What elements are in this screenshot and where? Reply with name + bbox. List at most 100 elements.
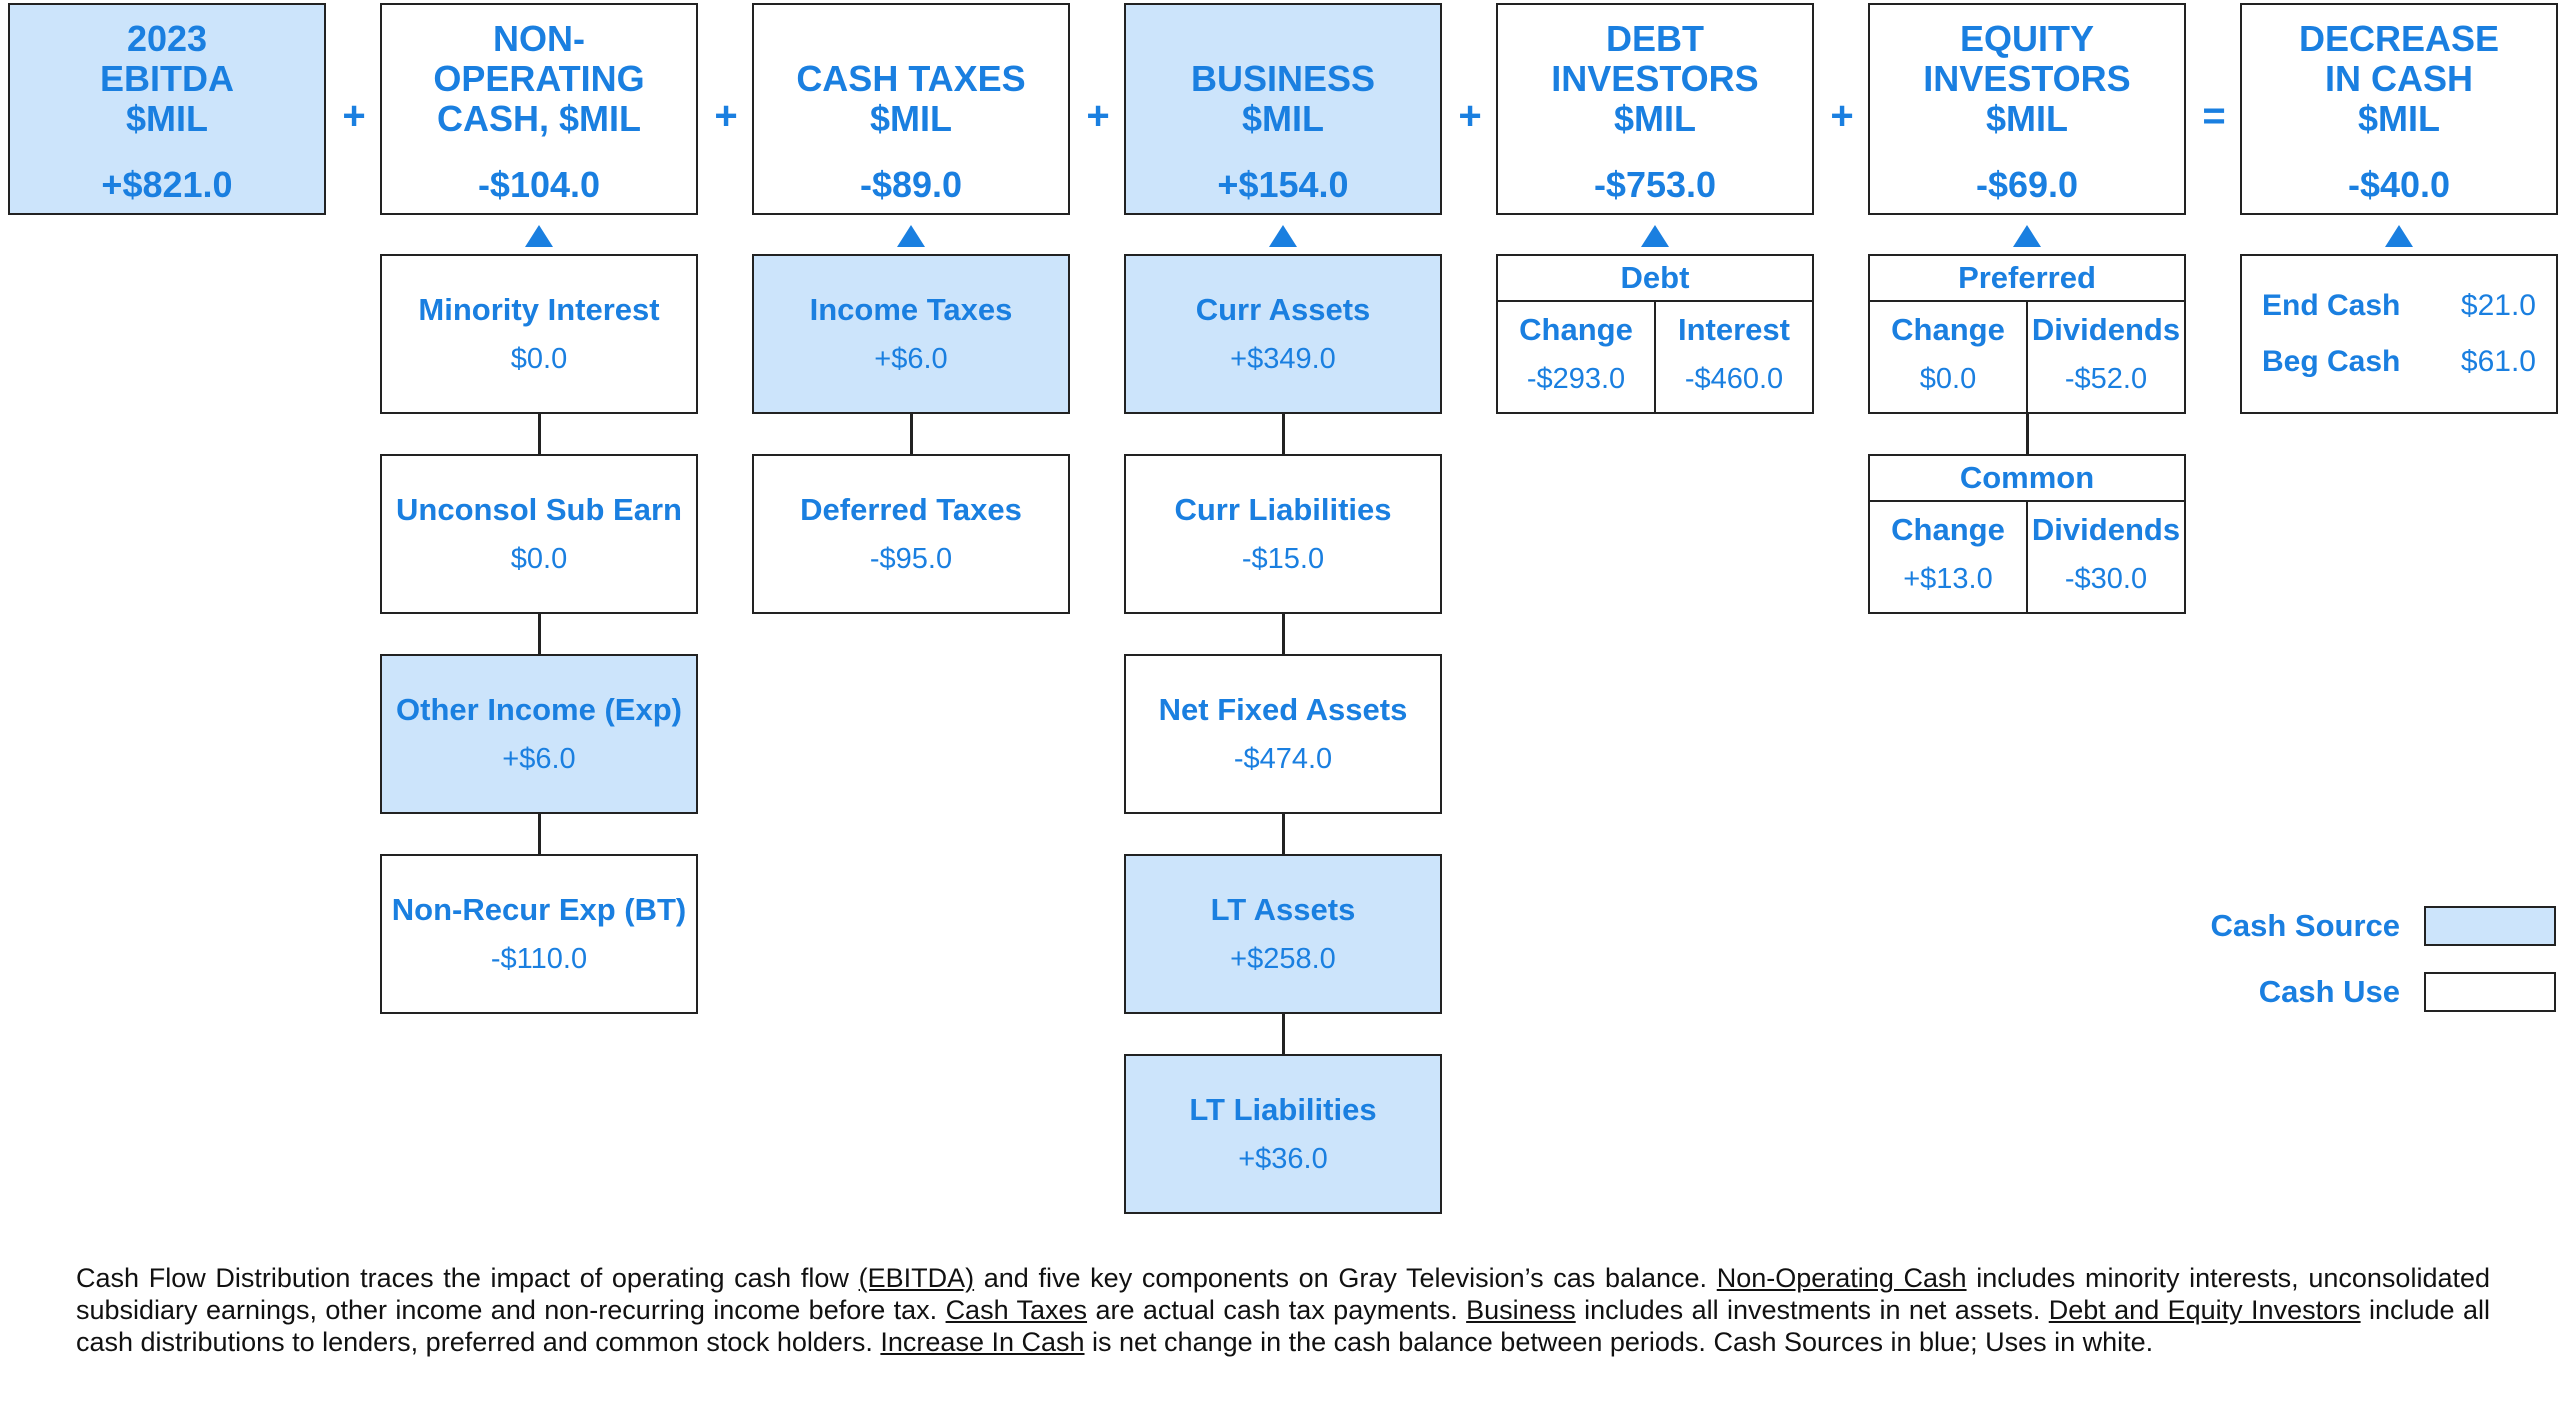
beg-cash-label: Beg Cash [2262,345,2401,378]
plus-operator: + [1086,94,1110,138]
curr-assets-box: Curr Assets +$349.0 [1124,254,1442,414]
connector-line [2026,414,2029,454]
debt-interest-label: Interest [1678,312,1790,347]
cash-balance-box: End Cash $21.0 Beg Cash $61.0 [2240,254,2558,414]
common-change-label: Change [1891,512,2005,547]
cash-taxes-value: -$89.0 [859,164,963,205]
non-recur-exp-box: Non-Recur Exp (BT) -$110.0 [380,854,698,1014]
lt-assets-value: +$258.0 [1230,943,1336,975]
lt-liabilities-label: LT Liabilities [1189,1092,1377,1127]
footnote-text: includes all investments in net assets. [1575,1295,2049,1325]
preferred-change-label: Change [1891,312,2005,347]
debt-change-value: -$293.0 [1526,363,1626,395]
deferred-taxes-value: -$95.0 [869,543,953,575]
net-fixed-assets-box: Net Fixed Assets -$474.0 [1124,654,1442,814]
footnote: Cash Flow Distribution traces the impact… [76,1262,2490,1358]
preferred-change-value: $0.0 [1919,363,1977,395]
up-arrow-icon [1641,225,1669,247]
unconsol-sub-earn-value: $0.0 [510,543,568,575]
non-operating-cash-title: NON- OPERATING CASH, $MIL [433,18,645,139]
connector-line [1282,414,1285,454]
footnote-text: Cash Flow Distribution traces the impact… [76,1263,859,1293]
plus-operator: + [1830,94,1854,138]
common-dividends-value: -$30.0 [2064,563,2148,595]
other-income-value: +$6.0 [502,743,576,775]
plus-operator: + [342,94,366,138]
footnote-text: includes minority interests, unconsolida… [76,1263,2491,1325]
common-dividends-label: Dividends [2031,512,2181,547]
common-dividends-cell: Dividends -$30.0 [2026,500,2186,614]
debt-change-cell: Change -$293.0 [1496,300,1656,414]
debt-investors-box: DEBT INVESTORS $MIL -$753.0 [1496,3,1814,215]
deferred-taxes-box: Deferred Taxes -$95.0 [752,454,1070,614]
connector-line [910,414,913,454]
curr-liabilities-box: Curr Liabilities -$15.0 [1124,454,1442,614]
minority-interest-label: Minority Interest [418,292,660,327]
debt-header: Debt [1496,254,1814,302]
debt-change-label: Change [1519,312,1633,347]
income-taxes-value: +$6.0 [874,343,948,375]
footnote-term-business: Business [1466,1295,1576,1325]
business-title: BUSINESS $MIL [1190,58,1376,139]
footnote-term-investors: Debt and Equity Investors [2048,1295,2361,1325]
legend-cash-source-swatch [2424,906,2556,946]
footnote-term-ebitda: (EBITDA) [858,1263,975,1293]
end-cash-label: End Cash [2262,289,2401,322]
common-header: Common [1868,454,2186,502]
footnote-term-cash-taxes: Cash Taxes [945,1295,1088,1325]
up-arrow-icon [2385,225,2413,247]
connector-line [538,414,541,454]
lt-assets-box: LT Assets +$258.0 [1124,854,1442,1014]
footnote-text: and five key components on Gray Televisi… [974,1263,1717,1293]
ebitda-box: 2023 EBITDA $MIL +$821.0 [8,3,326,215]
minority-interest-box: Minority Interest $0.0 [380,254,698,414]
debt-interest-cell: Interest -$460.0 [1654,300,1814,414]
preferred-dividends-cell: Dividends -$52.0 [2026,300,2186,414]
up-arrow-icon [1269,225,1297,247]
end-cash-value: $21.0 [2460,289,2536,322]
footnote-term-non-operating-cash: Non-Operating Cash [1716,1263,1967,1293]
preferred-header: Preferred [1868,254,2186,302]
income-taxes-label: Income Taxes [809,292,1013,327]
preferred-dividends-value: -$52.0 [2064,363,2148,395]
connector-line [1282,614,1285,654]
up-arrow-icon [2013,225,2041,247]
curr-liabilities-label: Curr Liabilities [1174,492,1392,527]
curr-assets-value: +$349.0 [1230,343,1336,375]
unconsol-sub-earn-label: Unconsol Sub Earn [396,492,682,527]
common-change-value: +$13.0 [1903,563,1993,595]
debt-interest-value: -$460.0 [1684,363,1784,395]
preferred-dividends-label: Dividends [2031,312,2181,347]
legend-cash-use-swatch [2424,972,2556,1012]
footnote-text: is net change in the cash balance betwee… [1084,1327,2154,1357]
connector-line [1282,814,1285,854]
lt-assets-label: LT Assets [1210,892,1356,927]
ebitda-value: +$821.0 [101,164,233,205]
business-box: BUSINESS $MIL +$154.0 [1124,3,1442,215]
income-taxes-box: Income Taxes +$6.0 [752,254,1070,414]
curr-liabilities-value: -$15.0 [1241,543,1325,575]
deferred-taxes-label: Deferred Taxes [800,492,1022,527]
business-value: +$154.0 [1217,164,1349,205]
common-change-cell: Change +$13.0 [1868,500,2028,614]
curr-assets-label: Curr Assets [1195,292,1371,327]
cash-taxes-title: CASH TAXES $MIL [796,58,1026,139]
preferred-change-cell: Change $0.0 [1868,300,2028,414]
minority-interest-value: $0.0 [510,343,568,375]
debt-investors-value: -$753.0 [1593,164,1717,205]
connector-line [538,614,541,654]
legend-cash-source-label: Cash Source [2210,908,2400,943]
net-fixed-assets-label: Net Fixed Assets [1158,692,1408,727]
plus-operator: + [714,94,738,138]
unconsol-sub-earn-box: Unconsol Sub Earn $0.0 [380,454,698,614]
footnote-text: include all cash distributions to lender… [76,1295,2490,1357]
up-arrow-icon [897,225,925,247]
equity-investors-value: -$69.0 [1975,164,2079,205]
other-income-box: Other Income (Exp) +$6.0 [380,654,698,814]
up-arrow-icon [525,225,553,247]
equity-investors-title: EQUITY INVESTORS $MIL [1923,18,2131,139]
debt-investors-title: DEBT INVESTORS $MIL [1551,18,1759,139]
connector-line [1282,1014,1285,1054]
footnote-text: are actual cash tax payments. [1087,1295,1467,1325]
connector-line [538,814,541,854]
